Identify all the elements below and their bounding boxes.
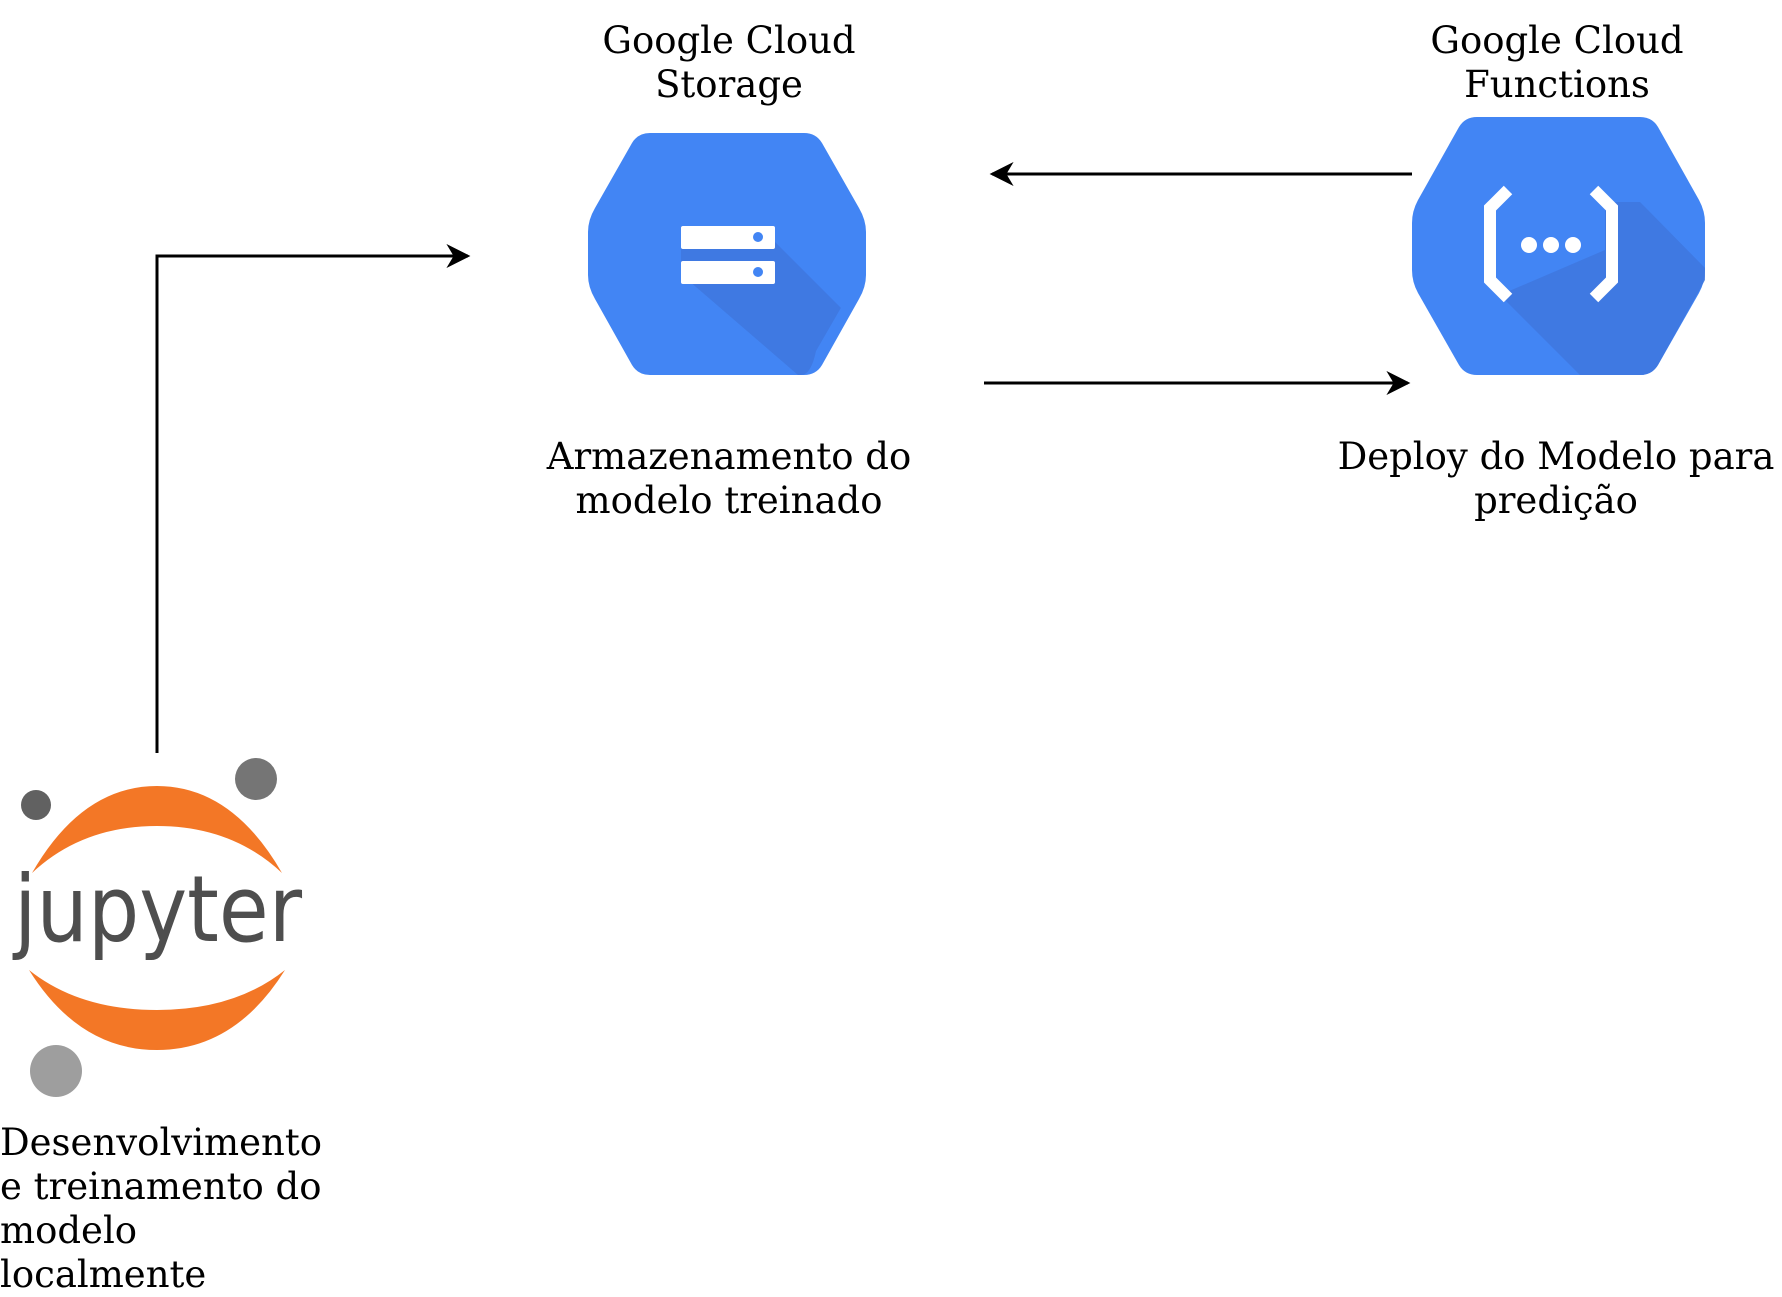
storage-caption: Armazenamento do modelo treinado	[528, 435, 930, 523]
jupyter-caption-line-1: Desenvolvimento	[0, 1121, 322, 1164]
functions-caption-line-1: Deploy do Modelo para	[1337, 435, 1775, 478]
functions-title-line-2: Functions	[1464, 63, 1650, 106]
storage-drive-bottom	[681, 261, 775, 284]
storage-caption-line-1: Armazenamento do	[546, 435, 912, 478]
google-cloud-functions-icon	[1412, 117, 1705, 375]
functions-caption: Deploy do Modelo para predição	[1330, 435, 1782, 523]
functions-bracket-left	[1484, 185, 1513, 303]
jupyter-moon-medium	[235, 758, 277, 800]
storage-service-title: Google Cloud Storage	[548, 19, 910, 107]
storage-led-top	[753, 232, 763, 242]
jupyter-logo: jupyter	[12, 758, 302, 1097]
jupyter-caption-line-3: modelo	[0, 1209, 138, 1252]
functions-service-title: Google Cloud Functions	[1376, 19, 1738, 107]
functions-caption-line-2: predição	[1474, 479, 1638, 522]
storage-led-bottom	[753, 267, 763, 277]
functions-dot-2	[1543, 237, 1559, 253]
storage-drive-top	[681, 226, 775, 249]
edge-jupyter-to-storage	[155, 244, 471, 753]
functions-bracket-right	[1589, 185, 1618, 303]
storage-caption-line-2: modelo treinado	[575, 479, 883, 522]
jupyter-logo-text: jupyter	[12, 856, 302, 963]
jupyter-arc-bottom	[29, 970, 285, 1050]
jupyter-moon-large	[30, 1045, 82, 1097]
functions-dot-3	[1565, 237, 1581, 253]
jupyter-moon-small	[21, 790, 51, 820]
jupyter-caption-line-4: localmente	[0, 1253, 207, 1296]
jupyter-caption: Desenvolvimento e treinamento do modelo …	[0, 1121, 340, 1297]
google-cloud-storage-icon	[588, 133, 866, 375]
functions-title-line-1: Google Cloud	[1430, 19, 1684, 62]
jupyter-arc-top	[32, 786, 282, 873]
storage-title-line-2: Storage	[655, 63, 803, 106]
functions-dot-1	[1521, 237, 1537, 253]
jupyter-caption-line-2: e treinamento do	[0, 1165, 322, 1208]
storage-title-line-1: Google Cloud	[602, 19, 856, 62]
